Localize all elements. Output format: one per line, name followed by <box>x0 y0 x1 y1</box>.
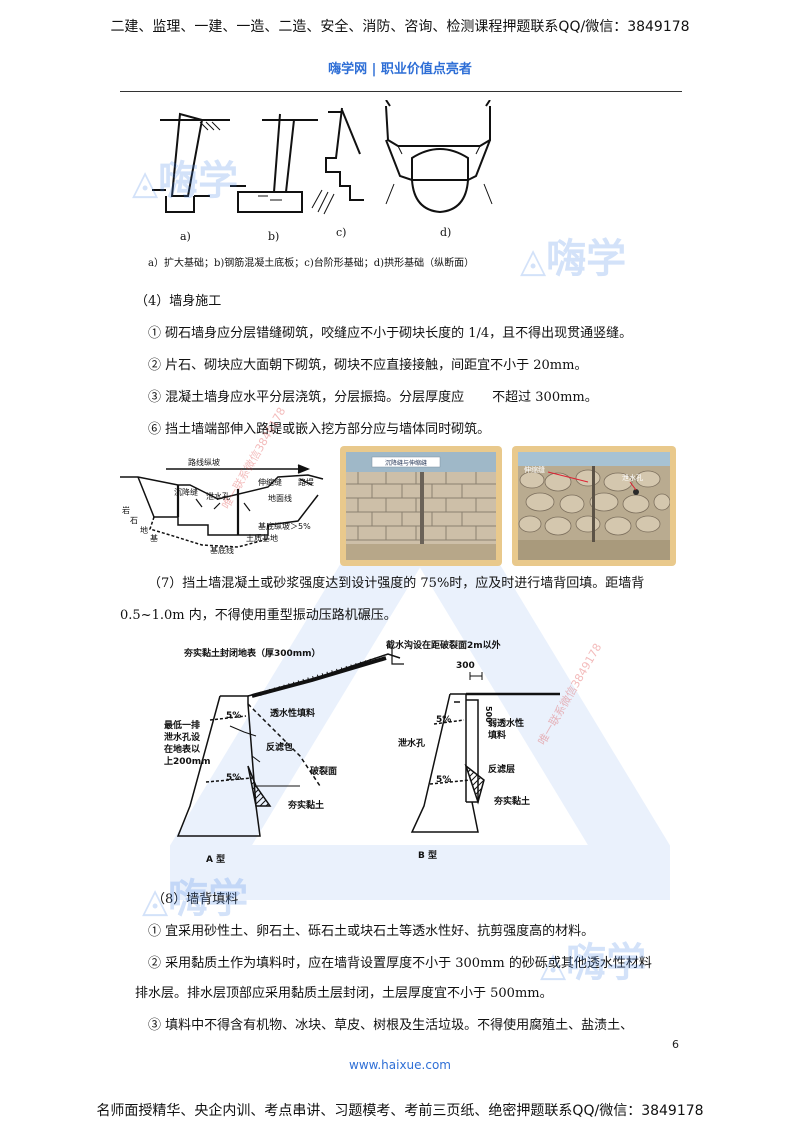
section4-title: （4）墙身施工 <box>135 294 222 309</box>
label-dim-500: 500 <box>484 706 493 723</box>
label-slope-a1: 5% <box>226 711 241 721</box>
label-slope-b2: 5% <box>436 775 451 785</box>
figure-a-expanded-foundation <box>152 112 230 213</box>
label-sealed-clay-top: 夯实黏土封闭地表（厚300mm） <box>183 647 321 659</box>
label-type-b: B 型 <box>418 849 437 861</box>
type-a-wall <box>176 646 404 837</box>
label-filter-bag: 反滤包 <box>266 741 293 753</box>
label-type-a: A 型 <box>206 853 225 865</box>
stone-wall-drain-photo: 伸缩缝 泄水孔 <box>512 446 676 566</box>
photo1-joint-label: 沉降缝与伸缩缝 <box>385 459 427 467</box>
masonry-wall-photo: 沉降缝与伸缩缝 <box>340 446 502 566</box>
label-weak-permeable-2: 填料 <box>488 729 506 741</box>
figure1-label-c: c) <box>336 226 346 239</box>
label-settlement-joint: 沉降缝 <box>174 487 198 497</box>
section8-item-2-line2: 排水层。排水层顶部应采用黏质土层封闭，土层厚度宜不小于 500mm。 <box>135 986 553 1001</box>
label-intercept-ditch: 截水沟设在距破裂面2m以外 <box>386 639 501 651</box>
section4-item-3: ③ 混凝土墙身应水平分层浇筑，分层振捣。分层厚度应 不超过 300mm。 <box>148 388 598 408</box>
section7-line1: （7）挡土墙混凝土或砂浆强度达到设计强度的 75%时，应及时进行墙背回填。距墙背 <box>148 576 645 591</box>
section8-item-2-line1: ② 采用黏质土作为填料时，应在墙背设置厚度不小于 300mm 的砂砾或其他透水性… <box>148 956 652 971</box>
label-weak-permeable-1: 弱透水性 <box>488 717 524 729</box>
section8-item-1: ① 宜采用砂性土、卵石土、砾石土或块石土等透水性好、抗剪强度高的材料。 <box>148 924 595 939</box>
figure1-label-a: a) <box>180 230 191 243</box>
logo-watermark-3: ◬嗨学 <box>142 876 249 922</box>
label-compacted-clay-b: 夯实黏土 <box>493 795 530 807</box>
label-rock-1: 岩 <box>122 505 130 515</box>
label-lowest-hole-2: 泄水孔设 <box>164 731 201 743</box>
brand-tagline: 嗨学网 | 职业价值点亮者 <box>328 62 472 77</box>
label-embankment: 路堤 <box>298 477 314 487</box>
logo-watermark-2: ◬嗨学 <box>520 236 627 282</box>
figure-c-stepped-foundation <box>311 107 364 215</box>
label-ground-line: 地面线 <box>268 493 292 503</box>
label-lowest-hole-4: 上200mm <box>164 755 211 767</box>
label-lowest-hole-3: 在地表以 <box>164 743 200 755</box>
photo2-joint-label: 伸缩缝 <box>524 465 545 474</box>
top-contact-banner: 二建、监理、一建、一造、二造、安全、消防、咨询、检测课程押题联系QQ/微信：38… <box>110 19 690 35</box>
logo-watermark-4: ◬嗨学 <box>540 940 647 986</box>
label-slope-b1: 5% <box>436 715 451 725</box>
site-url-link[interactable]: www.haixue.com <box>349 1058 451 1072</box>
section4-item-6: ⑥ 挡土墙端部伸入路堤或嵌入挖方部分应与墙体同时砌筑。 <box>148 422 491 437</box>
label-base-line: 基底线 <box>210 545 234 555</box>
label-route-grade: 路线纵坡 <box>188 457 220 467</box>
label-drain-hole: 泄水孔 <box>206 491 230 501</box>
foundation-types-figure: a) b) c) d) <box>152 100 493 243</box>
label-drain-hole-b: 泄水孔 <box>398 737 425 749</box>
label-expansion-joint: 伸缩缝 <box>258 477 282 487</box>
type-b-wall <box>410 672 560 833</box>
section4-item-3-part2: 不超过 300mm。 <box>492 390 598 405</box>
section4-item-3-part1: ③ 混凝土墙身应水平分层浇筑，分层振捣。分层厚度应 <box>148 390 465 405</box>
label-compacted-clay-a: 夯实黏土 <box>287 799 324 811</box>
photo2-drain-label: 泄水孔 <box>622 473 643 482</box>
section8-title: （8）墙背填料 <box>152 892 239 907</box>
page-number: 6 <box>672 1038 679 1051</box>
figure1-label-d: d) <box>440 226 451 239</box>
header-divider <box>120 91 682 92</box>
figure1-caption: a）扩大基础；b)钢筋混凝土底板；c)台阶形基础；d)拱形基础（纵断面） <box>148 258 475 269</box>
label-lowest-hole-1: 最低一排 <box>164 719 200 731</box>
label-rock-4: 基 <box>150 533 158 543</box>
label-rock-3: 地 <box>140 525 148 535</box>
label-base-grade: 基底纵坡＞5% <box>258 521 311 531</box>
backfill-types-figure: 夯实黏土封闭地表（厚300mm） 截水沟设在距破裂面2m以外 300 500 5… <box>164 639 560 865</box>
figure1-label-b: b) <box>268 230 279 243</box>
section4-item-2: ② 片石、砌块应大面朝下砌筑，砌块不应直接接触，间距宜不小于 20mm。 <box>148 358 588 373</box>
label-rock-2: 石 <box>130 516 138 525</box>
label-slope-a2: 5% <box>226 773 241 783</box>
label-permeable-fill: 透水性填料 <box>270 707 315 719</box>
figure-d-arch-foundation <box>385 100 493 214</box>
section8-item-3: ③ 填料中不得含有机物、冰块、草皮、树根及生活垃圾。不得使用腐殖土、盐渍土、 <box>148 1018 634 1033</box>
wall-joints-diagram: 路线纵坡 沉降缝 泄水孔 伸缩缝 地面线 岩 石 地 基 基底纵坡＞5% 土质基… <box>120 457 324 555</box>
triangle-watermark <box>170 480 670 900</box>
section4-item-1: ① 砌石墙身应分层错缝砌筑，咬缝应不小于砌块长度的 1/4，且不得出现贯通竖缝。 <box>148 326 633 341</box>
figure-b-rc-base-slab <box>230 113 318 213</box>
label-rupture-surface: 破裂面 <box>310 765 337 777</box>
section7-line2: 0.5~1.0m 内，不得使用重型振动压路机碾压。 <box>120 608 397 623</box>
logo-watermark-1: ◬嗨学 <box>132 158 239 204</box>
label-dim-300: 300 <box>456 661 475 671</box>
label-soil-foundation: 土质基地 <box>246 533 278 543</box>
bottom-contact-banner: 名师面授精华、央企内训、考点串讲、习题模考、考前三页纸、绝密押题联系QQ/微信：… <box>96 1103 704 1119</box>
label-filter-layer: 反滤层 <box>488 763 515 775</box>
